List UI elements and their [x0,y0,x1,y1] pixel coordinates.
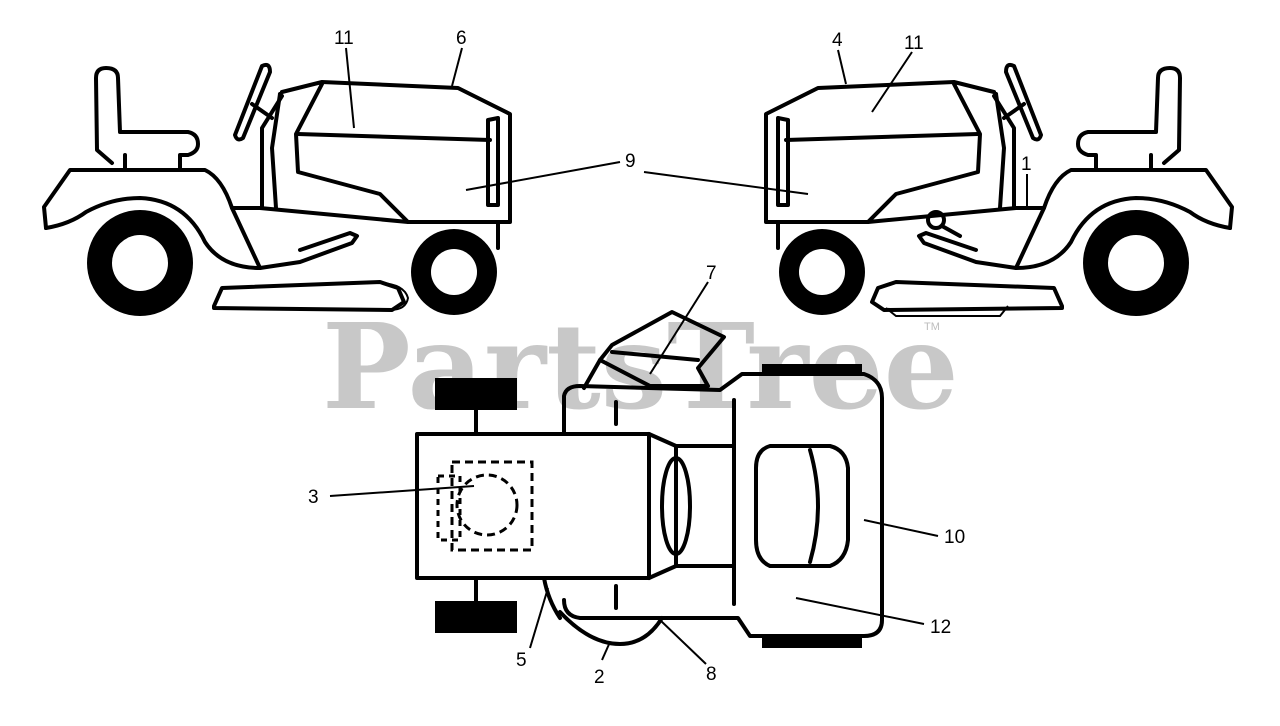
hood-right [764,80,996,224]
leader-11b [871,51,913,113]
seat-body-top [415,432,651,580]
callout-8: 8 [706,664,717,685]
hood-seam-right [784,132,980,142]
rear-guard-top [558,610,664,646]
deck-front-bumper-top [542,576,562,620]
hood-top [754,444,850,568]
leader-10 [863,519,939,537]
callout-11-right: 11 [904,33,924,54]
hood-curve-top [808,448,820,564]
tractor-left-side-view [42,62,512,316]
front-tire-top-right [762,638,862,648]
hood-left [280,80,512,224]
watermark: PartsTree TM [322,297,959,436]
callout-7: 7 [706,263,717,284]
deck-skirt-right [885,305,1009,317]
steering-wheel-left [233,62,272,142]
seat-left [94,66,200,170]
leader-3 [329,485,475,497]
discharge-chute-left [379,282,410,311]
leader-2 [601,641,611,661]
front-tire-top-left [762,364,862,374]
rear-hub-right [1108,235,1164,291]
dash-panel-left [270,92,282,210]
callout-1: 1 [1021,154,1032,175]
leader-5 [529,587,549,649]
watermark-trademark: TM [924,321,940,333]
leader-8 [659,619,707,665]
leader-4 [837,49,847,85]
watermark-text: PartsTree [322,297,959,436]
chute-edge-top [582,358,602,390]
grille-left [486,116,500,207]
front-bumper-left [258,206,500,250]
hood-seam-left [296,132,492,142]
callout-10: 10 [944,527,965,548]
decal-outline-side [436,474,462,542]
console-top [647,432,678,580]
leader-7 [649,281,709,375]
steering-shaft-left [250,102,274,120]
steering-wheel-right [1004,62,1043,142]
grille-right [776,116,790,207]
grass-chute-top [598,310,726,388]
decal-outline-top [450,460,534,552]
rear-fender-left [42,168,262,230]
leader-6 [451,47,463,87]
footrest-frame-left [230,206,359,270]
callout-5: 5 [516,650,527,671]
callout-2: 2 [594,667,605,688]
callout-6: 6 [456,28,467,49]
leader-lines [329,47,1028,665]
dash-panel-right [994,92,1006,210]
rear-tire-top-right [435,601,517,633]
lever-arm-right [940,224,962,238]
leader-12 [795,597,925,625]
callout-labels: 11 6 4 11 9 1 7 3 10 12 5 2 8 [308,28,1032,688]
callout-3: 3 [308,487,319,508]
seat-right [1076,66,1182,170]
fender-arch-left [44,196,262,270]
steering-shaft-right [1002,102,1026,120]
footrest-frame-right [917,206,1046,270]
mower-deck-left [212,280,406,312]
tractor-right-side-view [764,62,1234,317]
rear-hub-left [112,235,168,291]
mower-deck-top [562,372,884,638]
callout-12: 12 [930,617,951,638]
leader-9-right [643,171,809,195]
lever-knob-right [926,210,946,230]
callout-11-left: 11 [334,28,354,49]
rear-fender-right [1014,168,1234,230]
mower-deck-right [870,280,1064,312]
fender-arch-right [1014,196,1232,270]
leader-11a [345,47,355,129]
tractor-top-view [415,310,884,648]
callout-4: 4 [832,30,843,51]
rear-tire-top-left [435,378,517,410]
front-hub-right [799,249,845,295]
fuel-cap-outline-top [455,473,519,537]
callout-9: 9 [625,151,636,172]
leader-9-left [465,161,621,191]
front-hub-left [431,249,477,295]
chute-seam-top [610,350,700,362]
steering-wheel-top [660,456,692,556]
